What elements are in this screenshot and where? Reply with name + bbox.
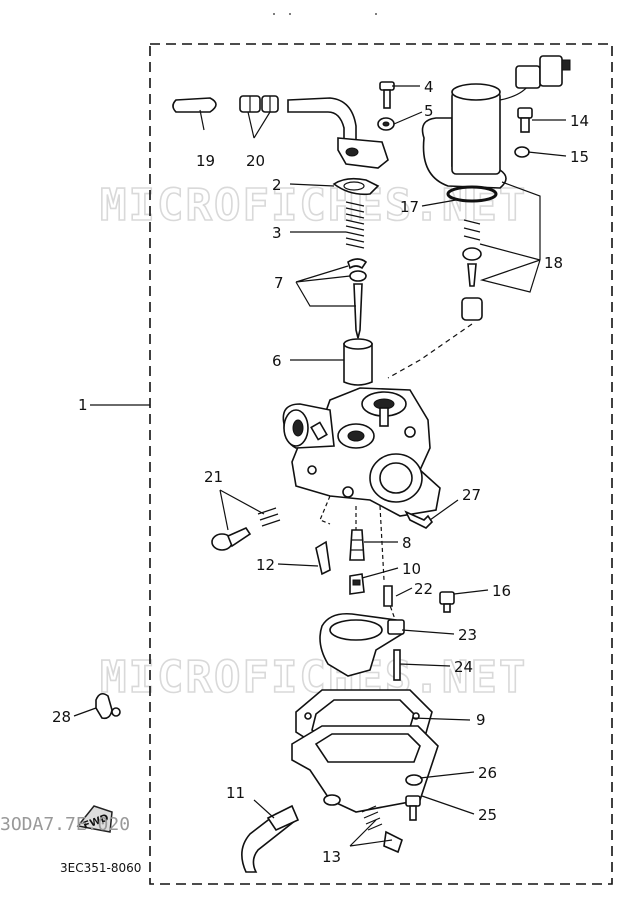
part-20-nuts [239,95,279,113]
callout-20: 20 [246,152,265,170]
callout-11: 11 [226,784,245,802]
callout-12: 12 [256,556,275,574]
part-28-clip [95,692,121,720]
callout-28: 28 [52,708,71,726]
part-19-plug [172,97,217,113]
watermark-bottom: MICROFICHES.NET [100,652,527,703]
part-15-washer [514,146,530,158]
part-10-main-jet [349,573,365,595]
part-6-throttle-valve [343,338,373,386]
callout-27: 27 [462,486,481,504]
part-8-needle-jet [349,529,365,561]
callout-labels: 1 2 3 4 5 6 7 8 9 10 11 12 13 14 15 16 1… [52,78,589,866]
part-25-screw [405,795,421,821]
callout-6: 6 [272,352,282,370]
part-3-spring [345,201,365,249]
callout-21: 21 [204,468,223,486]
callout-14: 14 [570,112,589,130]
callout-10: 10 [402,560,421,578]
fwd-arrow-icon: FWD [76,805,113,833]
callout-8: 8 [402,534,412,552]
scan-speck [375,13,377,15]
callout-17: 17 [400,198,419,216]
part-17-o-ring [446,185,498,203]
callout-19: 19 [196,152,215,170]
callout-5: 5 [424,102,434,120]
callout-7: 7 [274,274,284,292]
auto-choke-unit [421,55,571,189]
callout-4: 4 [424,78,434,96]
callout-3: 3 [272,224,282,242]
scan-speck [273,13,275,15]
callout-18: 18 [544,254,563,272]
part-26-washer [405,774,423,786]
callout-25: 25 [478,806,497,824]
callout-2: 2 [272,176,282,194]
part-27-screw [404,510,434,529]
callout-13: 13 [322,848,341,866]
diagram-part-code: 3EC351-8060 [60,861,141,875]
part-14-screw [517,107,533,133]
callout-26: 26 [478,764,497,782]
edge-text: 3ODA7.7E.020 [0,814,130,835]
part-7-needle-clip [347,258,368,339]
part-13-drain-screw [361,805,403,854]
part-11-drain-hose [241,804,300,873]
callout-9: 9 [476,711,486,729]
carburetor-body [282,387,441,517]
part-18-plunger-set [461,219,483,321]
starter-cable-elbow [287,97,389,169]
callout-22: 22 [414,580,433,598]
callout-1: 1 [78,396,88,414]
part-21-pilot-screw [211,507,281,551]
callout-23: 23 [458,626,477,644]
leader-lines [73,85,567,847]
part-5-washer [377,117,395,131]
assembly-frame [149,43,613,885]
scan-speck [289,13,291,15]
part-2-gasket [332,177,380,196]
part-23-float [319,612,405,677]
callout-16: 16 [492,582,511,600]
callout-24: 24 [454,658,473,676]
callout-15: 15 [570,148,589,166]
part-4-screw [379,81,395,109]
part-24-float-pin [393,649,401,681]
part-12-jet [315,540,331,576]
part-16-screw [439,591,455,613]
part-22-jet [383,585,393,607]
